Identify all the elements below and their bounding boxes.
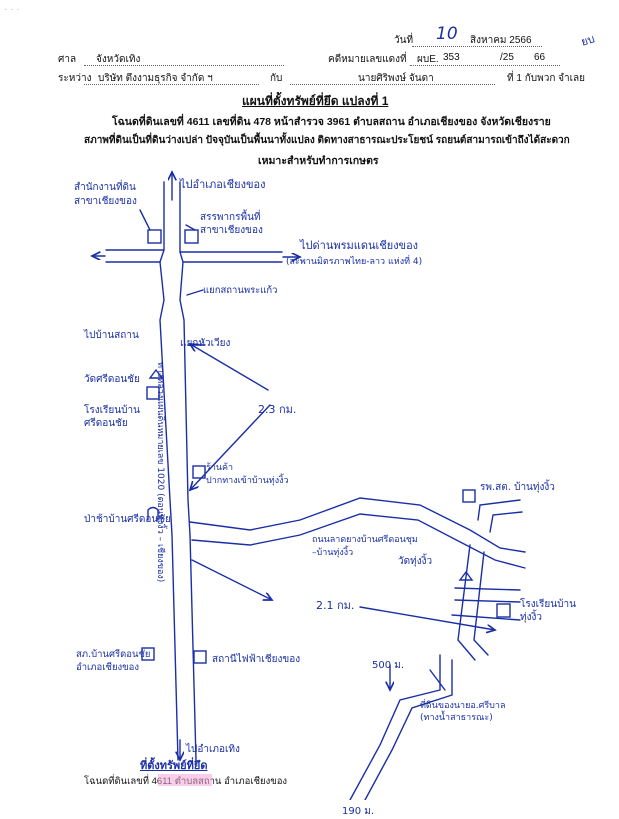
pointer-dist1-down: [190, 404, 271, 490]
subtitle-line-2: สภาพที่ดินเป็นที่ดินว่างเปล่า ปัจจุบันเป…: [84, 135, 570, 146]
highway-left-edge: [159, 181, 179, 761]
case-prefix: ผบE.: [417, 54, 439, 65]
defendant-name: นายศิริพงษ์ จันดา: [358, 73, 434, 84]
subtitle-line-3: เหมาะสำหรับทำการเกษตร: [258, 155, 379, 167]
case-label: คดีหมายเลขแดงที่: [328, 54, 407, 65]
plaintiff-line: [84, 84, 259, 85]
label-cemetery: ป่าช้าบ้านศรีดอนชัย: [84, 514, 171, 525]
corner-dots: · · ·: [4, 4, 20, 15]
case-line: [410, 65, 560, 66]
road-south-left: [457, 544, 476, 661]
pointer-dist2-right: [359, 606, 495, 630]
pointer-property-note: [429, 669, 446, 691]
defendant-line: [290, 84, 495, 85]
electricity-marker: [193, 650, 207, 664]
road-east-3: [451, 614, 521, 621]
label-land-office: สำนักงานที่ดิน สาขาเชียงของ: [74, 182, 137, 207]
page-title: แผนที่ตั้งทรัพย์ที่ยึด แปลงที่ 1: [242, 94, 389, 108]
temple-thung-ngio-marker: [458, 570, 474, 581]
school-marker: [146, 386, 160, 400]
court-line: [84, 65, 284, 66]
between-label: ระหว่าง: [58, 73, 92, 84]
label-to-thoeng: ไปอำเภอเทิง: [186, 744, 240, 755]
label-highway: ทางหลวงแผ่นดินหมายเลข 1020 (ตอนทุ่งงิ้ว …: [155, 362, 165, 583]
label-police: สภ.บ้านศรีดอนชัย อำเภอเชียงของ: [76, 649, 151, 673]
date-day: 10: [436, 24, 458, 44]
label-wat-si-don-chai: วัดศรีดอนชัย: [84, 374, 140, 385]
road-to-hospital-bottom: [489, 511, 523, 533]
case-year-prefix: /25: [500, 52, 514, 63]
label-junction-hua-wiang: แยกหัวเวียง: [180, 338, 231, 349]
label-distance-2: 2.1 กม.: [316, 599, 355, 612]
label-wat-thung-ngio: วัดทุ่งงิ้ว: [398, 556, 433, 567]
date-month-year: สิงหาคม 2566: [470, 35, 532, 46]
label-to-chiang-khong: ไปอำเภอเชียงของ: [180, 178, 266, 191]
party-suffix: ที่ 1 กับพวก จำเลย: [507, 73, 586, 84]
label-junction-phra-kaew: แยกสถานพระแก้ว: [203, 285, 278, 296]
date-line: [412, 46, 542, 47]
label-school-thung-ngio: โรงเรียนบ้าน ทุ่งงิ้ว: [520, 599, 576, 623]
land-office-marker: [147, 229, 162, 244]
label-school-si-don-chai: โรงเรียนบ้าน ศรีดอนชัย: [84, 405, 140, 429]
case-number: 353: [443, 52, 460, 63]
label-hospital: รพ.สต. บ้านทุ่งงิ้ว: [480, 482, 555, 493]
shop-marker: [192, 465, 206, 479]
lane-left: [349, 654, 441, 800]
label-property-note: ที่ดินของนายอ.ศรีบาล (ทางน้ำสาธารณะ): [420, 701, 506, 723]
label-to-ban-sathan: ไปบ้านสถาน: [84, 330, 139, 341]
label-road-to-village: ถนนลาดยางบ้านศรีดอนชุม –บ้านทุ่งงิ้ว: [312, 535, 418, 558]
with-label: กับ: [270, 73, 283, 84]
label-border-note: (สะพานมิตรภาพไทย-ลาว แห่งที่ 4): [286, 257, 423, 267]
road-south-right: [473, 551, 489, 656]
court-name: จังหวัดเทิง: [96, 54, 141, 65]
property-label: ที่ตั้งทรัพย์ที่ยึด: [140, 760, 208, 772]
pointer-junction: [186, 289, 204, 296]
court-label: ศาล: [58, 54, 77, 65]
village-road-bottom: [191, 513, 526, 569]
pointer-land-office: [139, 209, 151, 231]
pointer-revenue: [185, 224, 196, 231]
label-distance-3: 500 ม.: [372, 660, 405, 671]
school-thung-ngio-marker: [496, 603, 511, 618]
plaintiff-name: บริษัท ตึงงามธุรกิจ จำกัด ฯ: [98, 73, 213, 84]
subtitle-line-1: โฉนดที่ดินเลขที่ 4611 เลขที่ดิน 478 หน้า…: [112, 116, 551, 128]
lane-right: [364, 659, 453, 800]
hospital-marker: [462, 489, 476, 503]
label-shop-junction: ร้านค้า ปากทางเข้าบ้านทุ่งงิ้ว: [206, 463, 289, 486]
deed-highlight: [158, 774, 212, 786]
label-revenue-office: สรรพากรพื้นที่ สาขาเชียงของ: [200, 212, 263, 236]
highway-right-edge: [179, 181, 197, 761]
label-to-border: ไปด่านพรมแดนเชียงของ: [300, 239, 419, 252]
road-east-1: [454, 587, 521, 591]
pointer-dist1-up: [190, 344, 269, 391]
label-electricity: สถานีไฟฟ้าเชียงของ: [212, 654, 301, 665]
date-label: วันที่: [394, 35, 414, 46]
location-map: [0, 0, 526, 800]
road-to-hospital-top: [477, 499, 521, 521]
temple-marker: [148, 368, 164, 379]
road-east-2: [454, 599, 521, 603]
cemetery-marker: [147, 506, 159, 521]
police-marker: [141, 647, 155, 661]
label-distance-4: 190 ม.: [342, 806, 375, 817]
pointer-dist2-left: [191, 559, 272, 600]
label-distance-1: 2.3 กม.: [258, 403, 297, 416]
case-year: 66: [534, 52, 546, 63]
village-road-top: [189, 497, 526, 553]
revenue-office-marker: [184, 229, 199, 244]
